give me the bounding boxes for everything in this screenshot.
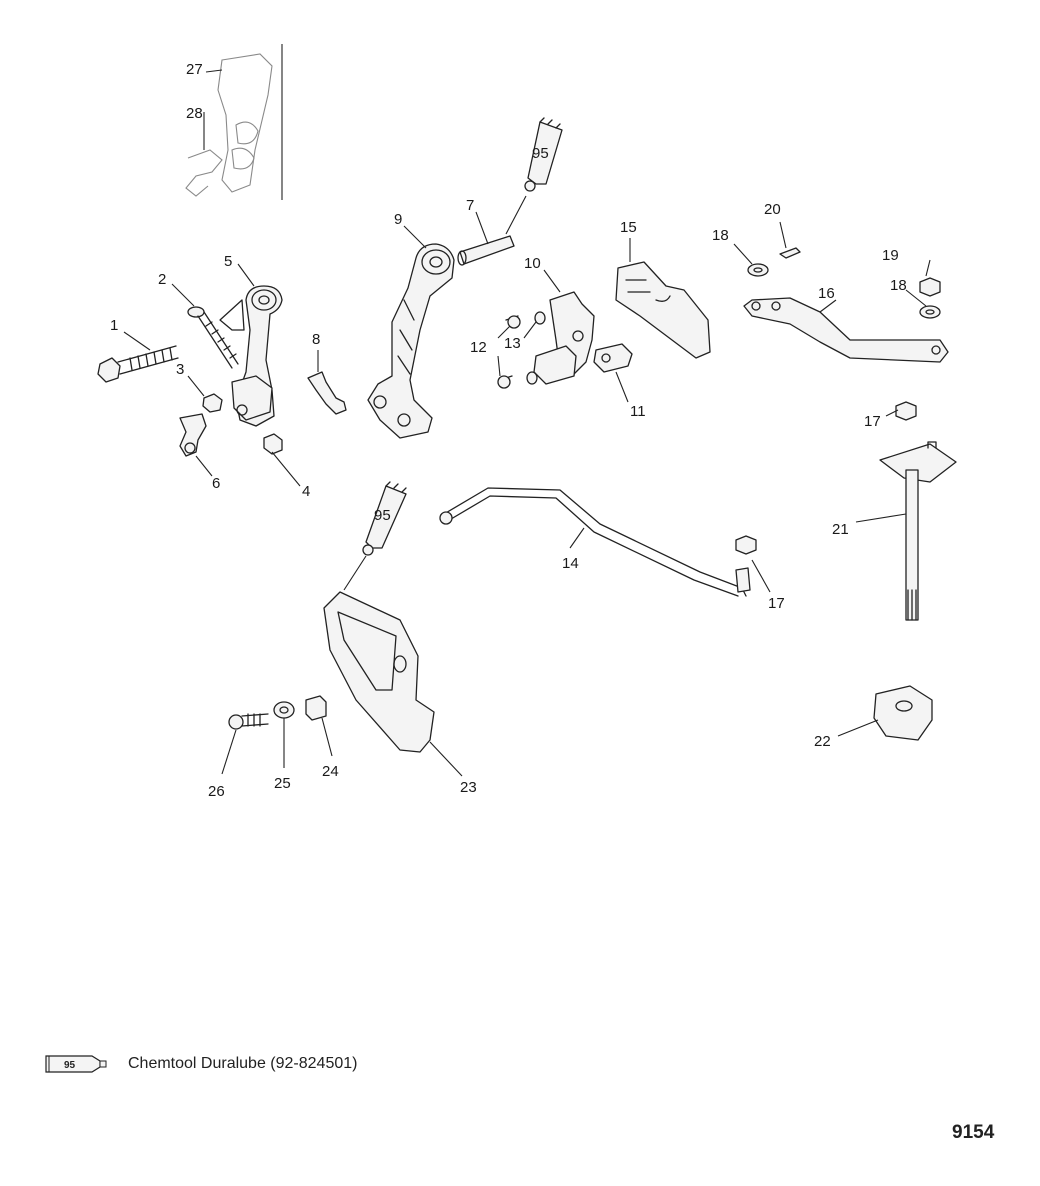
grease-tube-b-icon: 95: [362, 481, 407, 556]
callout-6: 6: [212, 475, 220, 492]
callout-25: 25: [274, 775, 291, 792]
part-8-link: [307, 371, 347, 415]
grease-tube-a-icon: 95: [524, 117, 563, 192]
part-19-nut: [919, 277, 941, 297]
part-16-link-arm: [743, 297, 949, 363]
callout-26: 26: [208, 783, 225, 800]
part-3-nut: [202, 393, 223, 413]
callout-12: 12: [470, 339, 487, 356]
callout-10: 10: [524, 255, 541, 272]
callout-9: 9: [394, 211, 402, 228]
part-18-washers: [747, 263, 941, 319]
lubricant-legend: 95 Chemtool Duralube (92-824501): [44, 1052, 357, 1076]
legend-tag: 95: [64, 1060, 76, 1071]
callout-1: 1: [110, 317, 118, 334]
callout-4: 4: [302, 483, 310, 500]
grease-tube-icon: 95: [45, 1055, 107, 1073]
callout-18-right: 18: [890, 277, 907, 294]
part-10-bracket: [533, 291, 595, 385]
callout-17-lower: 17: [768, 595, 785, 612]
callout-17-upper: 17: [864, 413, 881, 430]
callout-11: 11: [630, 403, 646, 420]
part-9-bracket: [367, 243, 455, 439]
part-23-cover: [323, 591, 435, 753]
callout-28: 28: [186, 105, 203, 122]
part-1-bolt: [97, 345, 179, 383]
callout-22: 22: [814, 733, 831, 750]
callout-14: 14: [562, 555, 579, 572]
lube-tag-95-b: 95: [374, 507, 391, 524]
legend-text: Chemtool Duralube (92-824501): [128, 1055, 358, 1072]
callout-19: 19: [882, 247, 899, 264]
part-21-shaft: [879, 441, 957, 621]
callout-3: 3: [176, 361, 184, 378]
callout-23: 23: [460, 779, 477, 796]
part-20-clip: [779, 247, 801, 259]
part-7-pin: [457, 235, 515, 266]
part-6-link-clip: [179, 413, 207, 457]
callout-15: 15: [620, 219, 637, 236]
part-14-shift-rod: [439, 487, 751, 597]
part-4-spacer: [263, 433, 283, 455]
part-22-cam: [873, 685, 933, 741]
callout-20: 20: [764, 201, 781, 218]
part-5-lever-arm: [219, 285, 283, 427]
figure-number: 9154: [952, 1122, 995, 1143]
callout-2: 2: [158, 271, 166, 288]
part-15-housing: [615, 261, 711, 359]
part-26-screw: [228, 713, 269, 730]
inset-reference-view: [185, 44, 283, 200]
lube-tag-95-a: 95: [532, 145, 549, 162]
callout-5: 5: [224, 253, 232, 270]
part-2-screw: [187, 306, 239, 369]
callout-7: 7: [466, 197, 474, 214]
part-13-bushings: [526, 311, 546, 385]
leader-lines: [123, 69, 931, 777]
callout-21: 21: [832, 521, 849, 538]
callout-18-upper: 18: [712, 227, 729, 244]
callout-16: 16: [818, 285, 835, 302]
part-17-nut-upper: [895, 401, 917, 421]
callout-13: 13: [504, 335, 521, 352]
part-24-spacer: [305, 695, 327, 721]
part-17-nut-lower: [735, 535, 757, 555]
callout-8: 8: [312, 331, 320, 348]
callout-24: 24: [322, 763, 339, 780]
callout-labels: 1 2 3 4 5 6 7 8 9 10 11 12 13 14 15 16 1…: [110, 61, 907, 800]
part-12-screws: [497, 315, 521, 389]
part-11-link-plate: [593, 343, 633, 373]
callout-27: 27: [186, 61, 203, 78]
part-25-washer: [273, 701, 295, 719]
